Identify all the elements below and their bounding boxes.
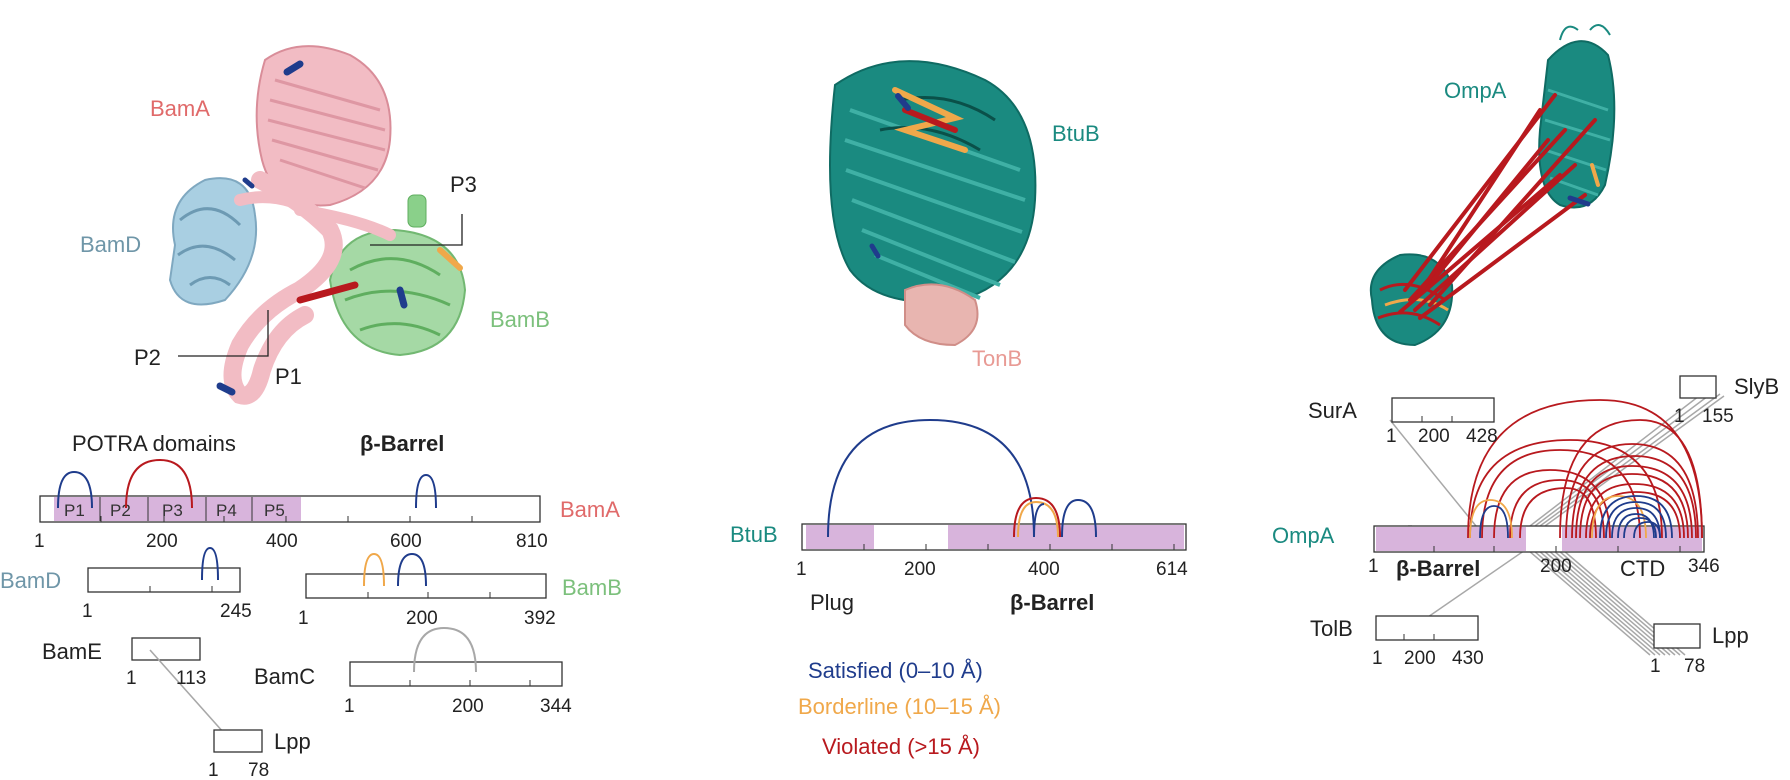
- ompa-lpp-tick-78: 78: [1684, 656, 1705, 677]
- sura-tick-200: 200: [1418, 426, 1450, 447]
- bama-barrel: [255, 45, 392, 207]
- tolb-tick-430: 430: [1452, 648, 1484, 669]
- bam-lpp-map-label: Lpp: [274, 729, 311, 754]
- bam-sequence-maps: POTRA domains β-Barrel P1 P2 P3 P4 P5: [0, 431, 622, 780]
- bamd-label: BamD: [80, 232, 141, 257]
- legend-violated: Violated (>15 Å): [822, 734, 980, 759]
- bamb-tick-392: 392: [524, 608, 556, 629]
- ompa-tick-200: 200: [1540, 556, 1572, 577]
- bama-potra-arm: [223, 171, 343, 405]
- bama-map-label: BamA: [560, 497, 620, 522]
- sura-tick-428: 428: [1466, 426, 1498, 447]
- tolb-tick-200: 200: [1404, 648, 1436, 669]
- bama-domain-p3: P3: [162, 501, 183, 520]
- bamd-tick-245: 245: [220, 601, 252, 622]
- ompa-tick-1: 1: [1368, 556, 1379, 577]
- btub-structure: BtuB TonB: [829, 60, 1100, 371]
- bama-domain-p5: P5: [264, 501, 285, 520]
- bama-tick-200: 200: [146, 531, 178, 552]
- bama-map: P1 P2 P3 P4 P5 1 200 400 600 810 BamA: [34, 458, 620, 552]
- bam-structure: BamA BamD BamB P3 P2 P1: [80, 45, 550, 405]
- bama-tick-810: 810: [516, 531, 548, 552]
- ompa-structure: OmpA: [1369, 24, 1616, 347]
- btub-map: BtuB 1 200 400 614 Plug β-Barrel: [730, 418, 1188, 615]
- tonb-structure-label: TonB: [972, 346, 1022, 371]
- legend-borderline: Borderline (10–15 Å): [798, 694, 1001, 719]
- ompa-tick-346: 346: [1688, 556, 1720, 577]
- slyb-map-label: SlyB: [1734, 374, 1779, 399]
- slyb-tick-1: 1: [1674, 406, 1685, 427]
- tolb-tick-1: 1: [1372, 648, 1383, 669]
- bama-label: BamA: [150, 96, 210, 121]
- bamd-structure: [168, 177, 258, 306]
- ompa-maps: OmpA 1 β-Barrel 200 CTD 346 SurA 1 200 4…: [1272, 374, 1779, 677]
- potra-heading: POTRA domains: [72, 431, 236, 456]
- btub-tick-614: 614: [1156, 559, 1188, 580]
- sura-map-label: SurA: [1308, 398, 1357, 423]
- legend: Satisfied (0–10 Å) Borderline (10–15 Å) …: [798, 658, 1001, 759]
- bama-domain-p4: P4: [216, 501, 237, 520]
- bame-map-label: BamE: [42, 639, 102, 664]
- bame-tick-1: 1: [126, 668, 137, 689]
- bama-domain-p2: P2: [110, 501, 131, 520]
- btub-structure-label: BtuB: [1052, 121, 1100, 146]
- p3-label: P3: [450, 172, 477, 197]
- bam-lpp-map: Lpp 1 78: [208, 729, 311, 780]
- tonb-structure: [904, 283, 979, 347]
- p2-label: P2: [134, 345, 161, 370]
- btub-tick-200: 200: [904, 559, 936, 580]
- btub-barrel-label: β-Barrel: [1010, 590, 1094, 615]
- bamc-map-label: BamC: [254, 664, 315, 689]
- bama-tick-400: 400: [266, 531, 298, 552]
- ompa-barrel-label: β-Barrel: [1396, 556, 1480, 581]
- bamc-map: BamC 1 200 344: [254, 626, 572, 717]
- bame-tick-113: 113: [176, 668, 206, 689]
- ompa-lpp-map-label: Lpp: [1712, 623, 1749, 648]
- legend-satisfied: Satisfied (0–10 Å): [808, 658, 983, 683]
- bam-lpp-tick-1: 1: [208, 760, 219, 780]
- bamc-tick-1: 1: [344, 696, 355, 717]
- bama-tick-600: 600: [390, 531, 422, 552]
- bama-tick-1: 1: [34, 531, 45, 552]
- bama-barrel-heading: β-Barrel: [360, 431, 444, 456]
- btub-map-label: BtuB: [730, 522, 778, 547]
- ompa-lpp-tick-1: 1: [1650, 656, 1661, 677]
- bama-domain-p1: P1: [64, 501, 85, 520]
- sura-tick-1: 1: [1386, 426, 1397, 447]
- ompa-ctd-label: CTD: [1620, 556, 1665, 581]
- bamb-map-label: BamB: [562, 575, 622, 600]
- ompa-structure-label: OmpA: [1444, 78, 1507, 103]
- btub-tick-1: 1: [796, 559, 807, 580]
- bamb-tick-200: 200: [406, 608, 438, 629]
- bamc-tick-344: 344: [540, 696, 572, 717]
- p1-label: P1: [275, 364, 302, 389]
- slyb-tick-155: 155: [1702, 406, 1734, 427]
- bam-lpp-tick-78: 78: [248, 760, 269, 780]
- bamb-map: BamB 1 200 392: [298, 552, 622, 629]
- bamd-tick-1: 1: [82, 601, 93, 622]
- bamb-tick-1: 1: [298, 608, 309, 629]
- ompa-map-label: OmpA: [1272, 523, 1335, 548]
- btub-plug-label: Plug: [810, 590, 854, 615]
- bamb-label: BamB: [490, 307, 550, 332]
- bamd-map: BamD 1 245: [0, 546, 252, 622]
- bamd-map-label: BamD: [0, 568, 61, 593]
- bame-map: BamE 1 113: [42, 637, 233, 743]
- bamc-tick-200: 200: [452, 696, 484, 717]
- tolb-map-label: TolB: [1310, 616, 1353, 641]
- btub-tick-400: 400: [1028, 559, 1060, 580]
